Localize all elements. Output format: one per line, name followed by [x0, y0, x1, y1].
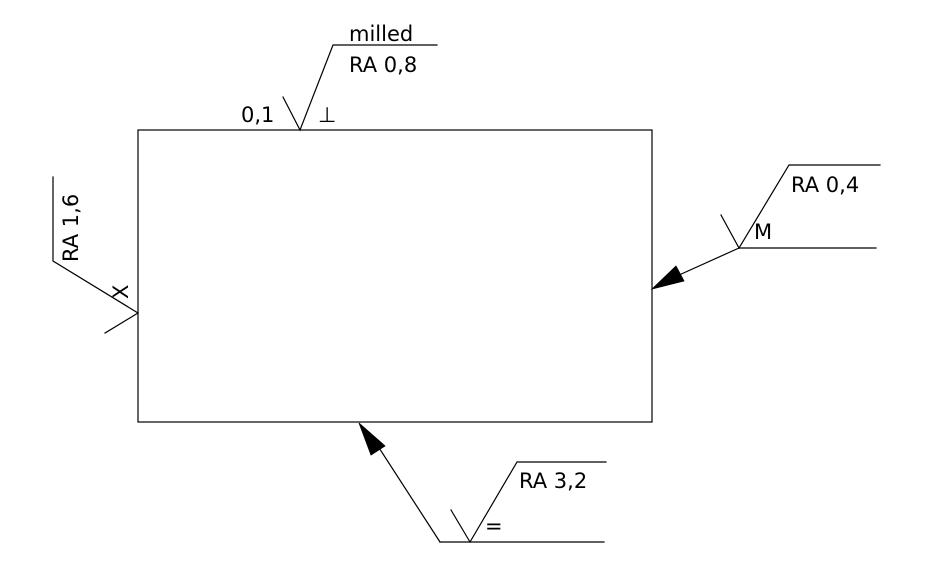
top-symbol-lay: ⊥ — [318, 103, 336, 127]
top-symbol-roughness: RA 0,8 — [349, 53, 417, 77]
right-surface-symbol: RA 0,4 M — [650, 164, 881, 290]
bottom-surface-symbol: RA 3,2 = — [358, 422, 607, 544]
bottom-symbol-check — [450, 461, 607, 544]
bottom-leader-line — [371, 436, 441, 543]
right-symbol-lay: M — [754, 220, 772, 244]
right-leader-arrow — [650, 265, 685, 290]
right-symbol-roughness: RA 0,4 — [791, 173, 859, 197]
left-surface-symbol: RA 1,6 X — [52, 176, 140, 334]
top-symbol-check — [282, 44, 438, 132]
top-surface-symbol: milled RA 0,8 0,1 ⊥ — [241, 22, 438, 132]
left-symbol-roughness: RA 1,6 — [59, 194, 83, 262]
part-outline — [137, 129, 653, 423]
left-symbol-lay: X — [109, 285, 133, 299]
left-symbol-check — [52, 176, 140, 334]
bottom-symbol-lay: = — [485, 514, 503, 538]
right-symbol-check — [720, 164, 881, 250]
top-symbol-allowance: 0,1 — [241, 103, 274, 127]
top-symbol-process: milled — [349, 22, 413, 46]
bottom-symbol-roughness: RA 3,2 — [519, 469, 587, 493]
bottom-leader-arrow — [358, 422, 386, 456]
